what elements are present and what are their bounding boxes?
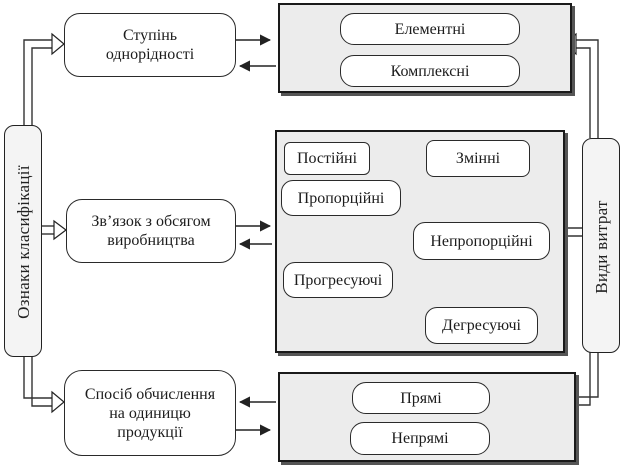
type-complex: Комплексні [340, 55, 520, 87]
left-hollow-arrowheads [51, 32, 67, 414]
left-sidebar-connectors [23, 39, 54, 407]
type-direct: Прямі [352, 382, 490, 414]
right-sidebar-connectors [566, 39, 599, 406]
type-non-proportional: Непропорційні [413, 222, 550, 260]
classification-features-sidebar: Ознаки класифікації [4, 125, 42, 357]
type-constant: Постійні [284, 142, 370, 175]
criterion-panel-arrows [236, 34, 276, 436]
type-variable: Змінні [426, 140, 530, 177]
criterion-calculation-method: Спосіб обчислення на одиницю продукції [64, 370, 236, 456]
type-elemental: Елементні [340, 13, 520, 45]
right-axis-label: Види витрат [592, 199, 611, 294]
criterion-production-volume: Зв’язок з обсягом виробництва [66, 199, 236, 263]
type-indirect: Непрямі [350, 422, 490, 455]
left-axis-label: Ознаки класифікації [14, 165, 34, 319]
type-progressive: Прогресуючі [283, 262, 393, 298]
cost-types-sidebar: Види витрат [582, 138, 620, 353]
type-proportional: Пропорційні [281, 180, 401, 216]
criterion-homogeneity: Ступінь однорідності [64, 13, 236, 77]
type-degressive: Дегресуючі [425, 307, 538, 344]
